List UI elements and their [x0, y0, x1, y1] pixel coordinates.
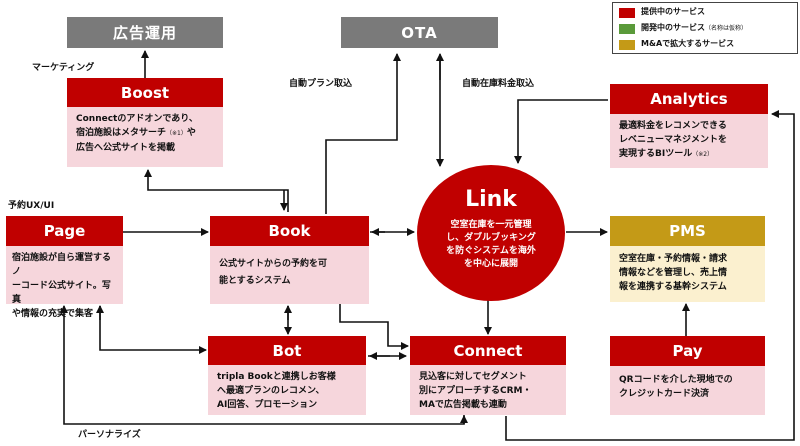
booking-ux-label: 予約UX/UI	[8, 201, 55, 211]
legend-swatch-ma	[619, 40, 635, 50]
connect-desc-line2: 別にアプローチするCRM・	[419, 386, 532, 396]
analytics-desc-line2: レベニューマネジメントを	[619, 135, 728, 145]
link-desc-line3: を防ぐシステムを海外	[446, 246, 536, 256]
pms-desc-line2: 情報などを管理し、売上情	[619, 268, 728, 278]
boost-title: Boost	[120, 83, 170, 102]
legend-label-provided: 提供中のサービス	[641, 7, 705, 16]
legend-label-ma: M&Aで拡大するサービス	[641, 39, 735, 48]
book-desc: 公式サイトからの予約を可 能とするシステム	[210, 246, 369, 304]
boost-desc-line3: 広告へ公式サイトを掲載	[76, 143, 176, 153]
arrow-book-ota	[325, 53, 401, 214]
analytics-desc-line3: 実現するBIツール（※2）	[619, 149, 714, 159]
book-desc-line2: 能とするシステム	[219, 276, 291, 286]
ad-ops-title: 広告運用	[112, 24, 177, 42]
pay-desc-line1: QRコードを介した現地での	[619, 375, 733, 385]
bot-title: Bot	[272, 341, 302, 360]
connect-title: Connect	[453, 341, 523, 360]
analytics-desc-line1: 最適料金をレコメンできる	[619, 121, 727, 131]
pms-desc-line3: 報を連携する基幹システム	[619, 282, 727, 292]
ota-box: OTA	[341, 17, 498, 48]
pay-desc: QRコードを介した現地での クレジットカード決済	[610, 366, 765, 415]
boost-note: （※1）	[166, 130, 187, 137]
link-circle: Link 空室在庫を一元管理 し、ダブルブッキング を防ぐシステムを海外 を中心…	[417, 165, 565, 301]
pay-title: Pay	[672, 342, 703, 360]
analytics-title: Analytics	[650, 90, 728, 108]
page-header: Page	[6, 216, 123, 246]
arrow-analytics-link	[514, 99, 608, 164]
legend-swatch-provided	[619, 8, 635, 18]
arrow-connect-analytics	[505, 110, 795, 441]
connect-desc-line1: 見込客に対してセグメント	[419, 372, 527, 382]
arrow-book-boost	[144, 169, 289, 212]
bot-header: Bot	[208, 336, 366, 365]
legend-note-developing: （名称は仮称）	[705, 25, 748, 32]
link-desc-line2: し、ダブルブッキング	[446, 233, 536, 243]
boost-desc-line1: Connectのアドオンであり、	[76, 114, 198, 124]
auto-inventory-label: 自動在庫料金取込	[462, 79, 535, 89]
connect-desc-line3: MAで広告掲載も連動	[419, 400, 507, 410]
analytics-desc: 最適料金をレコメンできる レベニューマネジメントを 実現するBIツール（※2）	[610, 114, 768, 168]
bot-desc-line3: AI回答、プロモーション	[217, 400, 318, 410]
ad-ops-box: 広告運用	[67, 17, 223, 48]
personalize-label: パーソナライズ	[78, 430, 141, 440]
link-desc-line1: 空室在庫を一元管理	[450, 220, 532, 230]
bot-desc-line1: tripla Bookと連携しお客様	[217, 372, 336, 382]
analytics-note: （※2）	[692, 151, 714, 158]
legend-swatch-developing	[619, 24, 635, 34]
boost-header: Boost	[67, 78, 223, 107]
bot-desc-line2: へ最適プランのレコメン、	[217, 386, 325, 396]
legend: 提供中のサービス 開発中のサービス（名称は仮称） M&Aで拡大するサービス	[612, 2, 798, 54]
page-desc-line1: 宿泊施設が自ら運営するノ	[12, 253, 112, 277]
book-header: Book	[210, 216, 369, 246]
pay-desc-line2: クレジットカード決済	[619, 389, 710, 399]
boost-desc: Connectのアドオンであり、 宿泊施設はメタサーチ（※1）や 広告へ公式サイ…	[67, 107, 223, 167]
link-title: Link	[465, 187, 517, 212]
book-desc-line1: 公式サイトからの予約を可	[219, 259, 328, 269]
book-title: Book	[268, 222, 311, 240]
pms-title: PMS	[669, 222, 706, 240]
legend-label-developing: 開発中のサービス（名称は仮称）	[641, 23, 748, 32]
page-desc-line3: や情報の充実で集客	[12, 309, 94, 319]
marketing-label: マーケティング	[32, 63, 95, 73]
pms-desc-line1: 空室在庫・予約情報・請求	[619, 254, 728, 264]
arrow-book-connect	[339, 304, 409, 350]
arrow-page-bot	[99, 306, 207, 354]
pms-desc: 空室在庫・予約情報・請求 情報などを管理し、売上情 報を連携する基幹システム	[610, 246, 765, 302]
pms-header: PMS	[610, 216, 765, 246]
page-desc: 宿泊施設が自ら運営するノ ーコード公式サイト。写真 や情報の充実で集客	[6, 246, 123, 319]
analytics-header: Analytics	[610, 84, 768, 114]
link-desc: 空室在庫を一元管理 し、ダブルブッキング を防ぐシステムを海外 を中心に展開	[417, 219, 565, 271]
bot-desc: tripla Bookと連携しお客様 へ最適プランのレコメン、 AI回答、プロモ…	[208, 365, 366, 415]
page-title: Page	[43, 222, 86, 240]
pay-header: Pay	[610, 336, 765, 366]
auto-plan-label: 自動プラン取込	[289, 79, 353, 89]
boost-desc-line2: 宿泊施設はメタサーチ（※1）や	[76, 128, 196, 138]
page-desc-line2: ーコード公式サイト。写真	[12, 281, 111, 305]
ota-title: OTA	[401, 23, 438, 42]
link-desc-line4: を中心に展開	[463, 259, 518, 269]
connect-desc: 見込客に対してセグメント 別にアプローチするCRM・ MAで広告掲載も連動	[410, 365, 566, 415]
connect-header: Connect	[410, 336, 566, 365]
